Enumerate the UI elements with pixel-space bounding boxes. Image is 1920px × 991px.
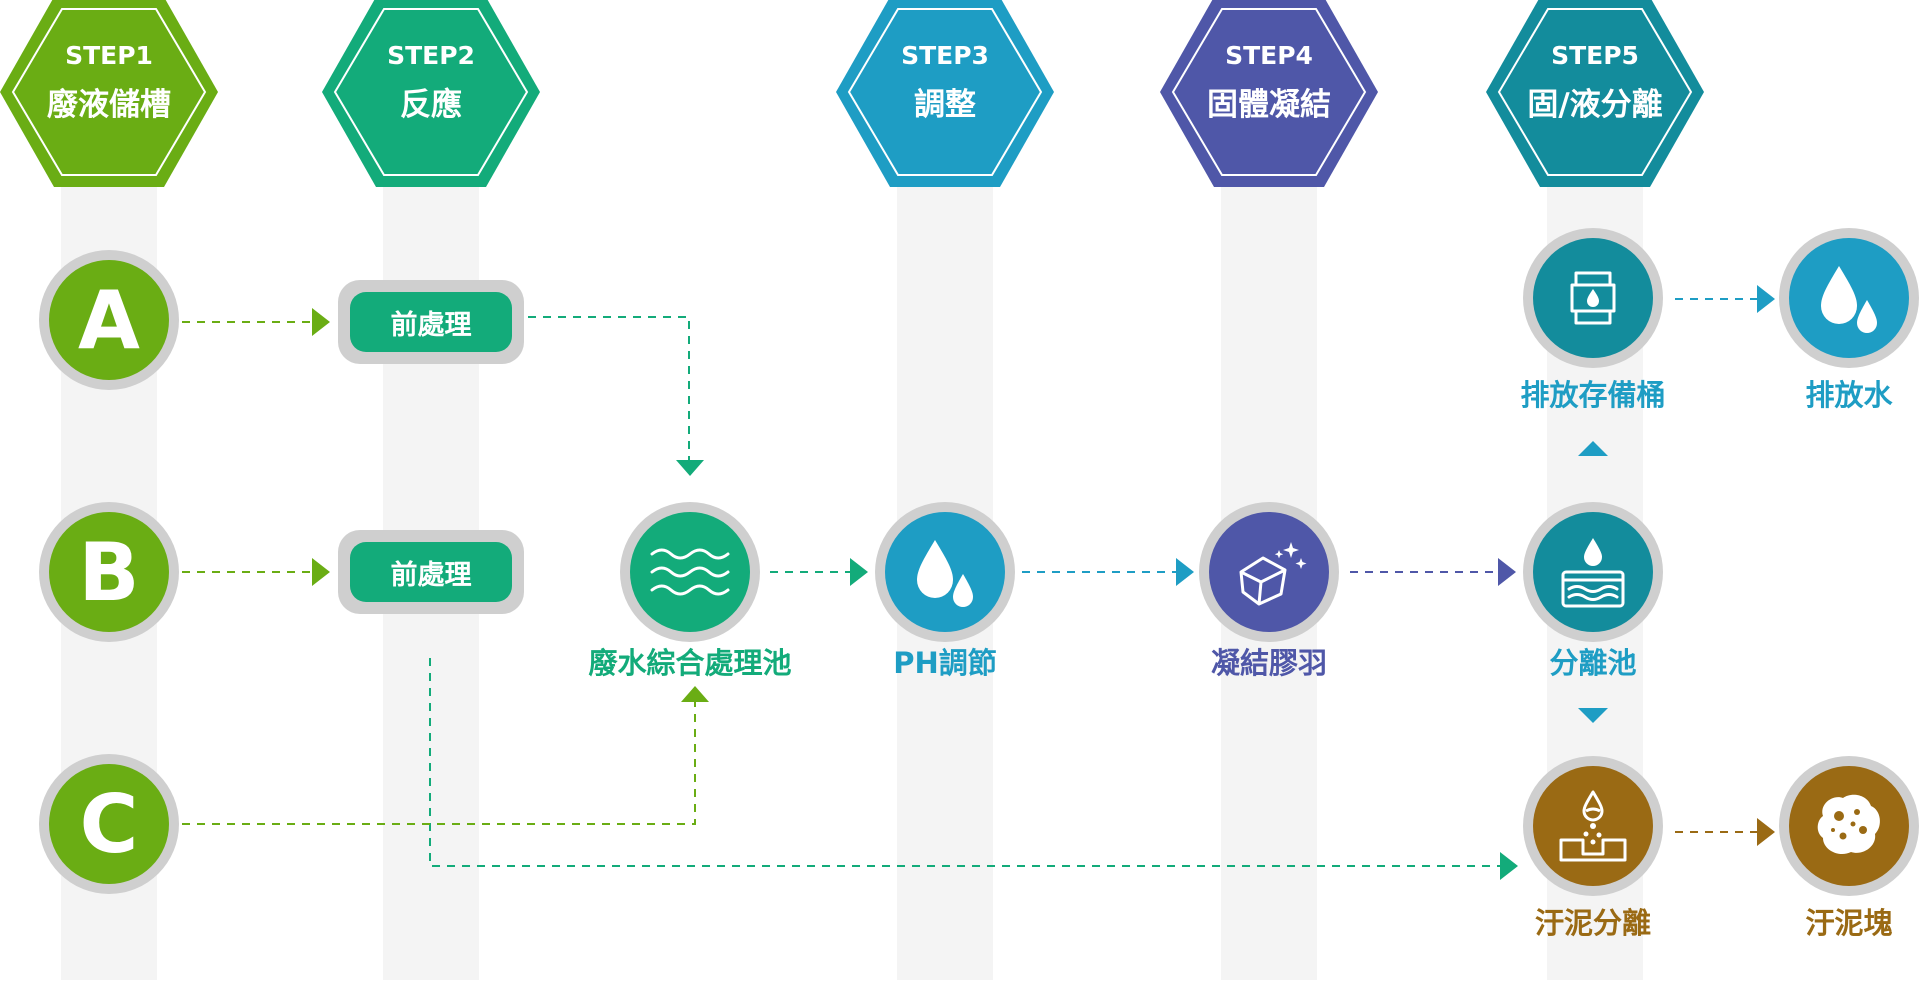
sep-label: 分離池 [1549,646,1637,680]
water-drops-icon [917,540,973,607]
source-c-circle: C [39,754,179,894]
step2-number: STEP2 [387,41,475,70]
water-drops-icon [1821,266,1877,333]
arrowhead-b [312,558,330,586]
cake-node [1779,756,1919,896]
sludge-lump-icon [1817,794,1880,855]
pool-node [620,502,760,642]
arrowhead-cake [1757,818,1775,846]
drop-over-basin-icon [1561,538,1625,608]
step3-name: 調整 [914,87,976,123]
floc-label: 凝結膠羽 [1210,646,1327,680]
step3-hexagon: STEP3 調整 [836,0,1054,187]
dripping-drops-into-basin-icon [1559,790,1627,862]
source-c-letter: C [79,777,139,871]
source-a-letter: A [78,273,140,367]
arrowhead-down-sludge [1578,708,1608,723]
pretreat-b-label: 前處理 [350,542,512,602]
cake-label: 汙泥塊 [1805,906,1893,940]
step1-name: 廢液儲槽 [47,87,171,123]
sludge-label: 汙泥分離 [1534,906,1651,940]
source-b-letter: B [78,525,140,619]
arrowhead-sep [1498,558,1516,586]
tank-label: 排放存備桶 [1520,378,1666,412]
pretreat-a-label: 前處理 [350,292,512,352]
water-node [1779,228,1919,368]
step1-number: STEP1 [65,41,153,70]
ph-node [875,502,1015,642]
step4-name: 固體凝結 [1207,87,1331,123]
sludge-node [1523,756,1663,896]
step5-name: 固/液分離 [1527,87,1663,123]
source-b-circle: B [39,502,179,642]
ph-label: PH調節 [893,646,997,680]
tank-node [1523,228,1663,368]
source-a-circle: A [39,250,179,390]
step1-hexagon: STEP1 廢液儲槽 [0,0,218,187]
arrowhead-up-tank [1578,441,1608,456]
step3-number: STEP3 [901,41,989,70]
floc-node [1199,502,1339,642]
arrowhead-ph [850,558,868,586]
water-label: 排放水 [1805,378,1893,412]
waves-icon [650,548,730,596]
step5-number: STEP5 [1551,41,1639,70]
connector-c-pool [182,700,696,825]
connector-pretreat-pool [528,316,690,460]
pool-label: 廢水綜合處理池 [588,646,792,680]
arrowhead-sludge-in [1500,852,1518,880]
barrel-icon [1570,271,1616,325]
step5-hexagon: STEP5 固/液分離 [1486,0,1704,187]
step2-hexagon: STEP2 反應 [322,0,540,187]
sep-node [1523,502,1663,642]
arrowhead-floc [1176,558,1194,586]
arrowhead-pool-bottom [681,686,709,702]
arrowhead-pool-top [676,460,704,476]
pretreat-a-box: 前處理 [338,280,524,364]
connector-pretreat-sludge [429,658,1500,867]
step2-name: 反應 [400,87,462,123]
sparkling-cube-icon [1239,542,1307,606]
step4-hexagon: STEP4 固體凝結 [1160,0,1378,187]
arrowhead-water [1757,285,1775,313]
arrowhead-a [312,308,330,336]
step4-number: STEP4 [1225,41,1313,70]
pretreat-b-box: 前處理 [338,530,524,614]
